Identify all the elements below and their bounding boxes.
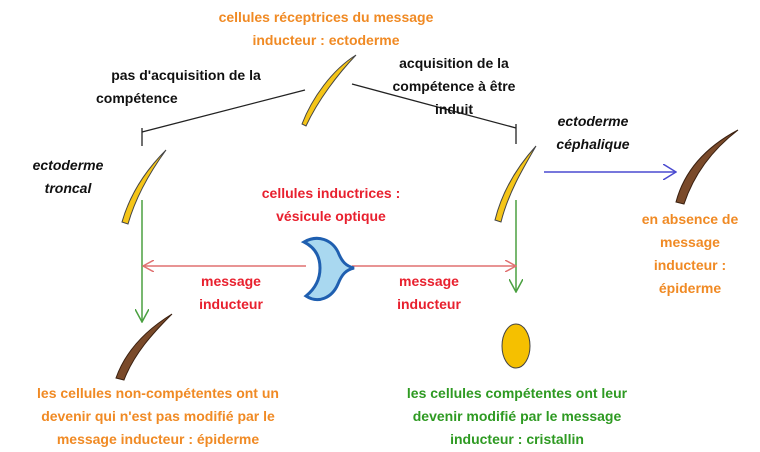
non-competent-label: les cellules non-compétentes ont un deve…: [8, 382, 308, 451]
absence-label: en absence de message inducteur : épider…: [626, 208, 754, 300]
competent-line-3: inducteur : cristallin: [450, 431, 584, 447]
left-branch-line-2: compétence: [96, 90, 178, 106]
message-right-label: message inducteur: [384, 270, 474, 316]
non-competent-line-3: message inducteur : épiderme: [56, 431, 260, 447]
competent-label: les cellules compétentes ont leur deveni…: [382, 382, 652, 451]
message-right-line-1: message: [399, 273, 459, 289]
competent-line-1: les cellules compétentes ont leur: [406, 385, 628, 401]
message-left-line-1: message: [201, 273, 261, 289]
right-branch-line: [351, 83, 517, 129]
non-competent-line-1: les cellules non-compétentes ont un: [37, 385, 279, 401]
optic-vesicle-shape: [300, 236, 355, 301]
ectoderm-troncal-shape: [121, 149, 167, 225]
epiderm-bottom-left-shape: [115, 313, 173, 381]
cristallin-shape: [501, 323, 531, 369]
top-title-line-1: cellules réceptrices du message: [218, 9, 434, 25]
branch-lines: [141, 83, 517, 146]
absence-line-4: épiderme: [658, 280, 722, 296]
non-competent-line-2: devenir qui n'est pas modifié par le: [41, 408, 275, 424]
message-left-line-2: inducteur: [199, 296, 263, 312]
epiderm-right-shape: [675, 129, 739, 205]
ectoderme-cephalique-label: ectoderme céphalique: [538, 110, 648, 156]
top-title-label: cellules réceptrices du message inducteu…: [196, 6, 456, 52]
right-branch-line-1: acquisition de la: [399, 55, 509, 71]
message-right-line-2: inducteur: [397, 296, 461, 312]
right-branch-line-3: induit: [434, 101, 474, 117]
ecto-cephalique-line-2: céphalique: [556, 136, 630, 152]
ecto-cephalique-line-1: ectoderme: [557, 113, 629, 129]
absence-line-1: en absence de: [641, 211, 739, 227]
absence-line-2: message: [660, 234, 720, 250]
ecto-troncal-line-2: troncal: [44, 180, 92, 196]
inductrices-line-2: vésicule optique: [276, 208, 386, 224]
competent-line-2: devenir modifié par le message: [412, 408, 622, 424]
top-title-line-2: inducteur : ectoderme: [252, 32, 400, 48]
cellules-inductrices-label: cellules inductrices : vésicule optique: [236, 182, 426, 228]
ectoderm-top-shape: [301, 54, 357, 127]
right-branch-label: acquisition de la compétence à être indu…: [366, 52, 542, 121]
ectoderm-cephalique-shape: [494, 145, 537, 223]
left-branch-line: [141, 89, 306, 133]
left-branch-label: pas d'acquisition de la compétence: [86, 64, 286, 110]
message-left-label: message inducteur: [186, 270, 276, 316]
ectoderme-troncal-label: ectoderme troncal: [20, 154, 116, 200]
inductrices-line-1: cellules inductrices :: [261, 185, 401, 201]
right-branch-line-2: compétence à être: [392, 78, 516, 94]
absence-line-3: inducteur :: [653, 257, 727, 273]
left-branch-line-1: pas d'acquisition de la: [111, 67, 261, 83]
ecto-troncal-line-1: ectoderme: [32, 157, 104, 173]
